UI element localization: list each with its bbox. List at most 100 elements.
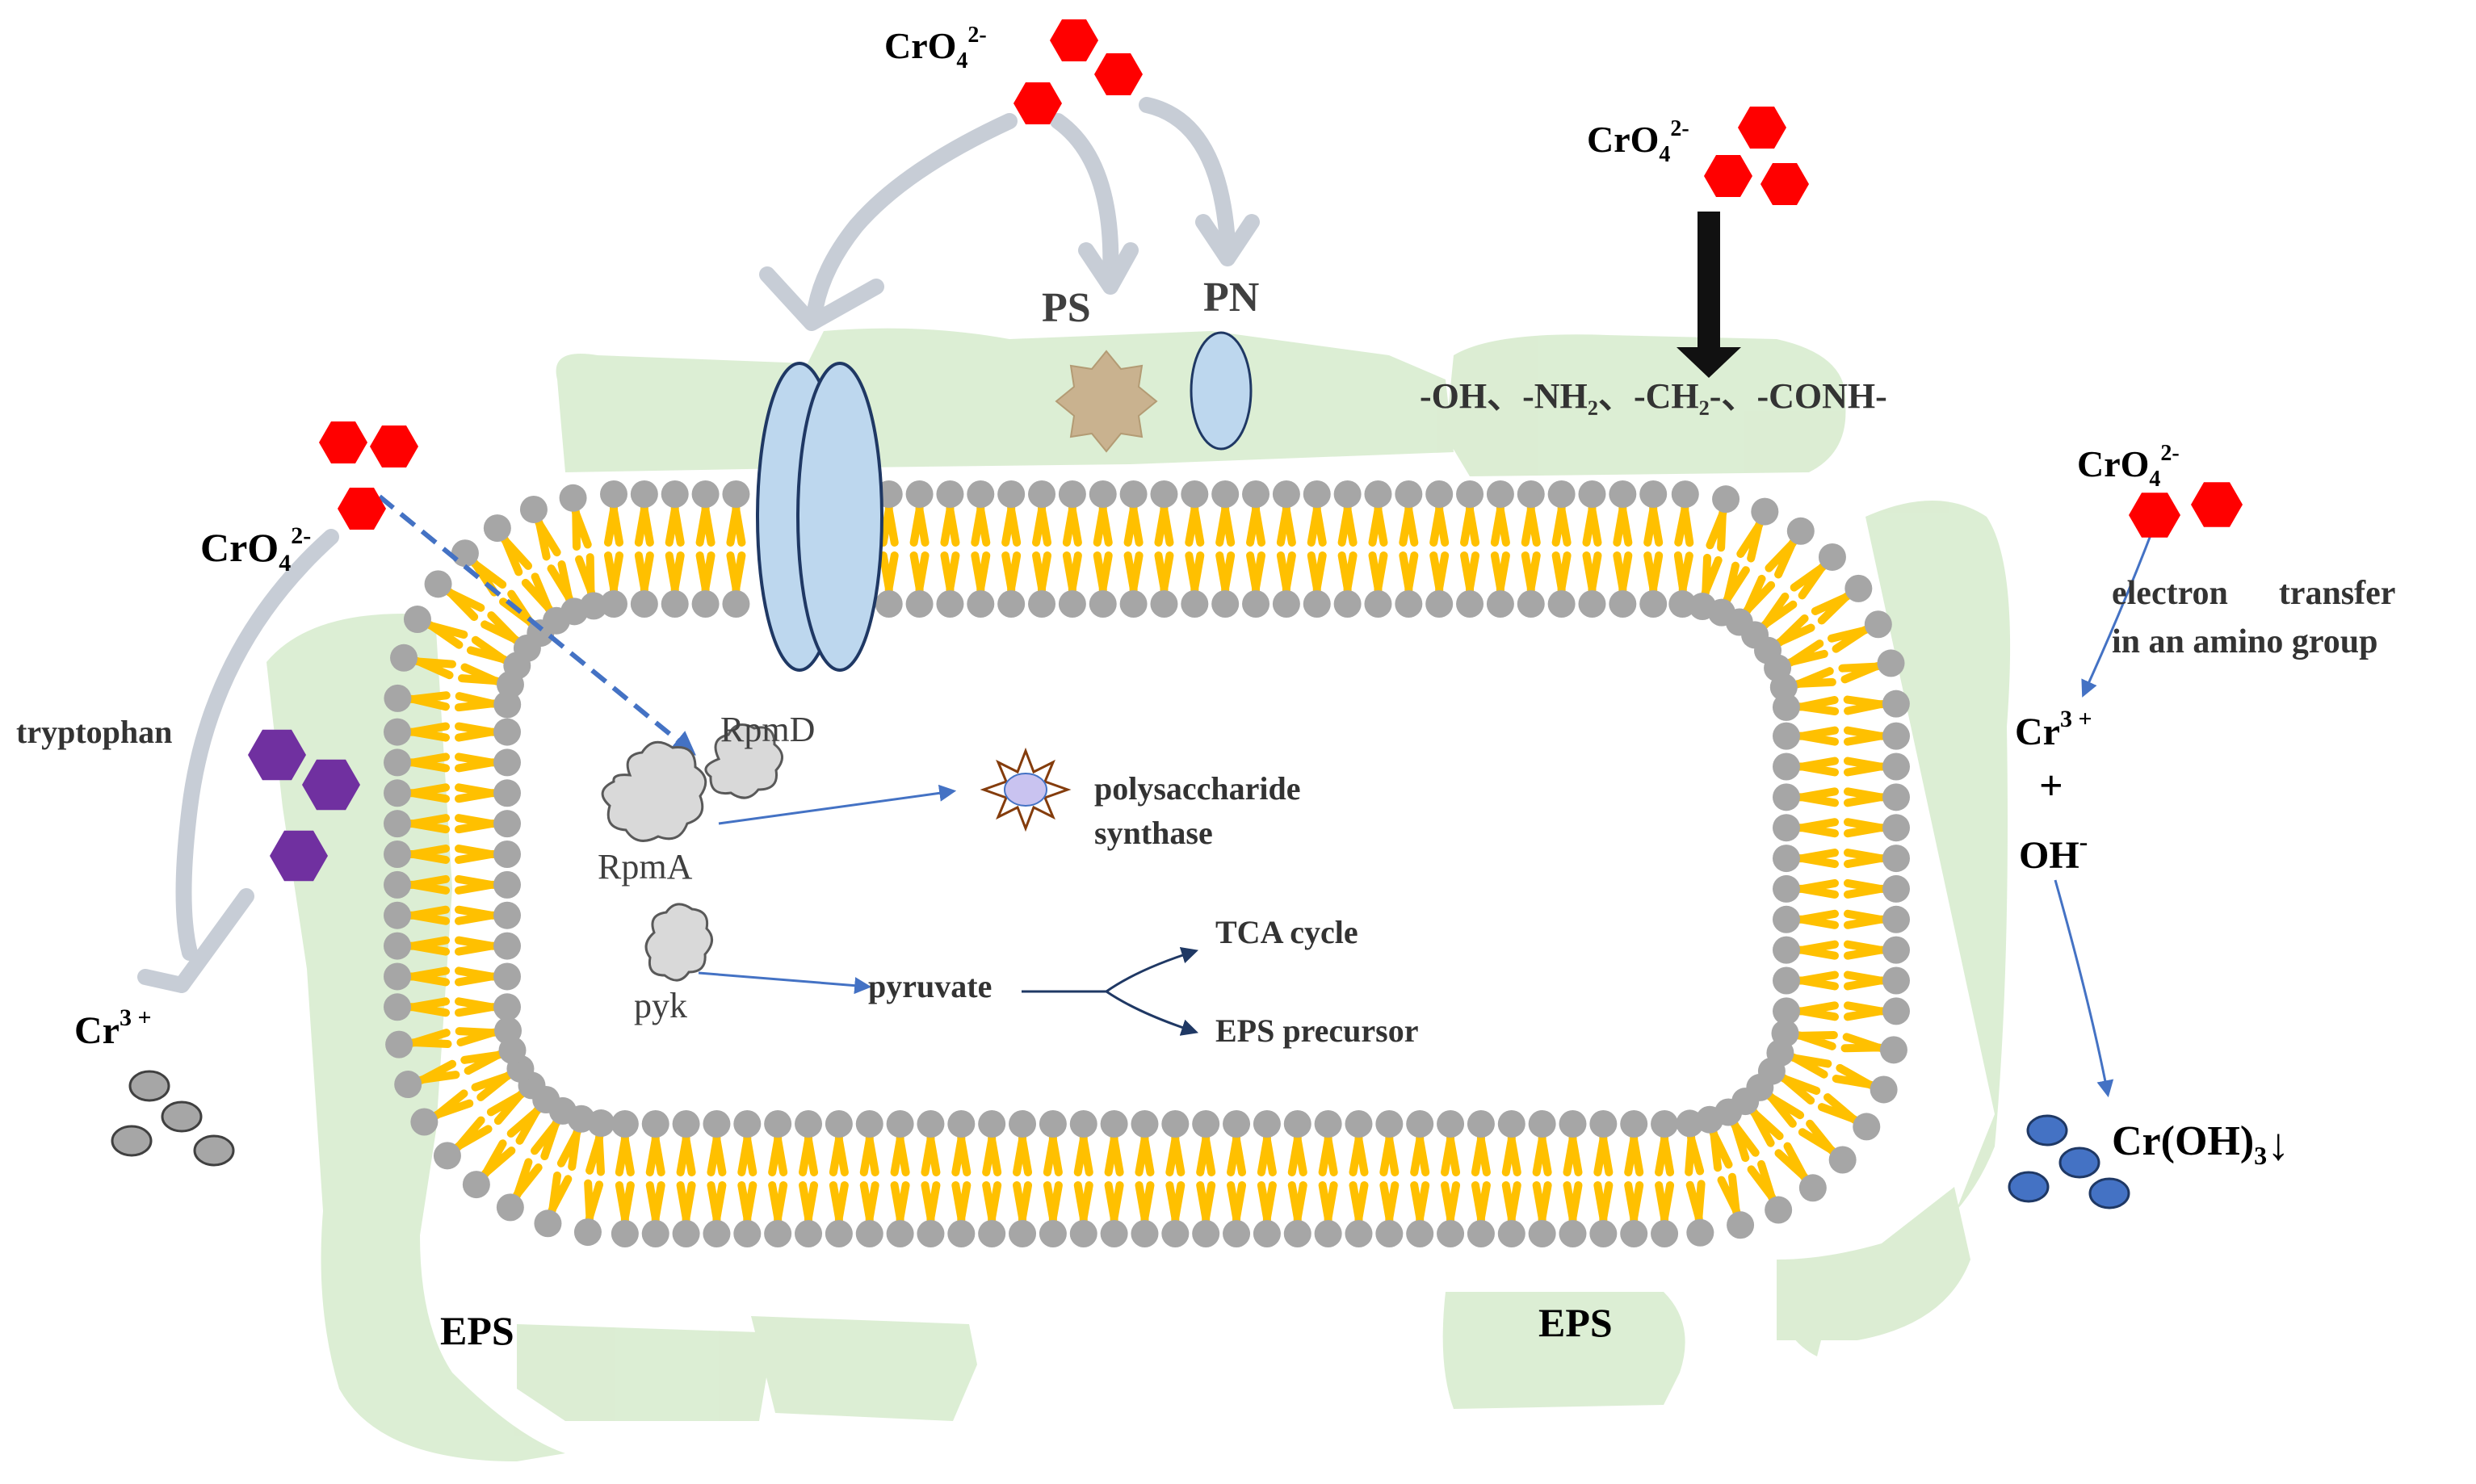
lipid-outer (1283, 1181, 1311, 1247)
lipid-inner (1609, 551, 1637, 618)
lipid-inner (455, 962, 521, 991)
cr3-particles (111, 1070, 235, 1167)
hexagon-clusters (248, 19, 2243, 882)
lipid-inner (917, 1110, 945, 1176)
lipid-inner (1651, 1110, 1679, 1176)
lipid-inner (1039, 1110, 1067, 1176)
cr3-label-right: Cr3 + (2015, 706, 2092, 753)
lipid-outer (384, 993, 450, 1021)
lipid-inner (1395, 551, 1423, 618)
lipid-inner (1150, 551, 1178, 618)
lipid-outer (1161, 1181, 1190, 1247)
lipid-inner (886, 1110, 914, 1176)
lipid-outer (384, 841, 450, 869)
rpma-enzyme (601, 740, 707, 842)
rpma-label: RpmA (598, 847, 693, 887)
lipid-inner (1771, 1019, 1838, 1050)
lipid-outer (1844, 874, 1910, 903)
chromate-hexagon (1050, 19, 1098, 61)
lipid-inner (574, 553, 608, 620)
lipid-inner (1497, 1110, 1525, 1176)
lipid-inner (1211, 551, 1240, 618)
gray-arrow-to-pn (1139, 97, 1236, 250)
lipid-outer (1844, 814, 1910, 842)
lipid-outer (703, 1181, 731, 1247)
enzymes (601, 723, 783, 982)
lipid-outer (1437, 1181, 1465, 1247)
lipid-inner (1425, 551, 1454, 618)
arrow-to-eps-precursor (1106, 990, 1198, 1036)
gray-arrowhead-ps (1078, 242, 1139, 295)
lipid-inner (1131, 1110, 1159, 1176)
lipid-outer (1559, 1181, 1587, 1247)
lipid-inner (905, 551, 934, 618)
channel-half-front (796, 362, 883, 672)
lipid-inner (997, 551, 1026, 618)
lipid-outer (733, 1181, 762, 1247)
lipid-outer (1736, 497, 1779, 563)
lipid-inner (1364, 551, 1392, 618)
eps-label-right: EPS (1538, 1300, 1613, 1345)
lipid-outer (1706, 485, 1740, 552)
black-arrow-to-groups (1677, 212, 1741, 378)
lipid-inner (1773, 997, 1839, 1025)
lipid-outer (1375, 1181, 1404, 1247)
ps-protein-star (1055, 350, 1158, 453)
chromate-hexagon (1013, 82, 1062, 124)
lipid-outer (1223, 1181, 1251, 1247)
lipid-outer (451, 539, 507, 597)
lipid-inner (1192, 1110, 1220, 1176)
lipid-outer (1211, 480, 1240, 547)
lipid-outer (384, 810, 450, 838)
chromate-hexagon (338, 488, 386, 530)
lipid-outer (1844, 905, 1910, 933)
tryptophan-hexagon (248, 729, 306, 781)
lipid-inner (703, 1110, 731, 1176)
lipid-inner (1559, 1110, 1587, 1176)
lipid-outer (1651, 1181, 1679, 1247)
chromate-hexagon (319, 421, 367, 463)
lipid-inner (1272, 551, 1300, 618)
lipid-outer (1844, 783, 1910, 811)
lipid-outer (1844, 966, 1910, 995)
chromate-hexagon (1094, 53, 1143, 95)
lipid-outer (611, 1181, 639, 1247)
lipid-inner (1009, 1110, 1037, 1176)
lipid-outer (1303, 480, 1331, 547)
lipid-inner (1058, 551, 1086, 618)
eps-blob-top-right (1446, 334, 1846, 476)
lipid-outer (641, 1181, 669, 1247)
croh3-label: Cr(OH)3↓ (2112, 1118, 2289, 1170)
lipid-inner (795, 1110, 823, 1176)
lipid-outer (1747, 1159, 1793, 1224)
chromate-label-topright: CrO42- (1587, 116, 1689, 167)
gray-arrow-to-cr3 (175, 529, 339, 961)
lipid-outer (534, 1172, 573, 1238)
lipid-inner (1437, 1110, 1465, 1176)
lipid-inner (1406, 1110, 1434, 1176)
blue-arrows (378, 494, 2156, 1098)
membrane-channel (756, 362, 883, 672)
lipid-outer (1774, 1142, 1827, 1202)
electron-transfer-label-2: in an amino group (2112, 623, 2378, 660)
lipid-outer (573, 1179, 604, 1247)
lipid-inner (1772, 693, 1840, 721)
eps-blob-bottom-mid (1442, 1292, 1685, 1409)
lipid-inner (630, 551, 658, 618)
lipid-outer (462, 1139, 516, 1199)
lipid-inner (1668, 551, 1697, 618)
lipid-inner (1253, 1110, 1281, 1176)
lipid-inner (1773, 845, 1839, 873)
lipid-inner (1223, 1110, 1251, 1176)
gray-arrowhead-channel (759, 266, 884, 331)
lipid-outer (385, 1029, 452, 1059)
cell-membrane-bilayer (384, 480, 1910, 1247)
chromate-label-right: CrO42- (2077, 441, 2180, 492)
lipid-outer (1192, 1181, 1220, 1247)
lipid-outer (1119, 480, 1148, 547)
lipid-outer (1547, 480, 1576, 547)
lipid-inner (967, 551, 995, 618)
lipid-outer (1589, 1181, 1618, 1247)
lipid-inner (1517, 551, 1545, 618)
lipid-outer (1039, 1181, 1067, 1247)
